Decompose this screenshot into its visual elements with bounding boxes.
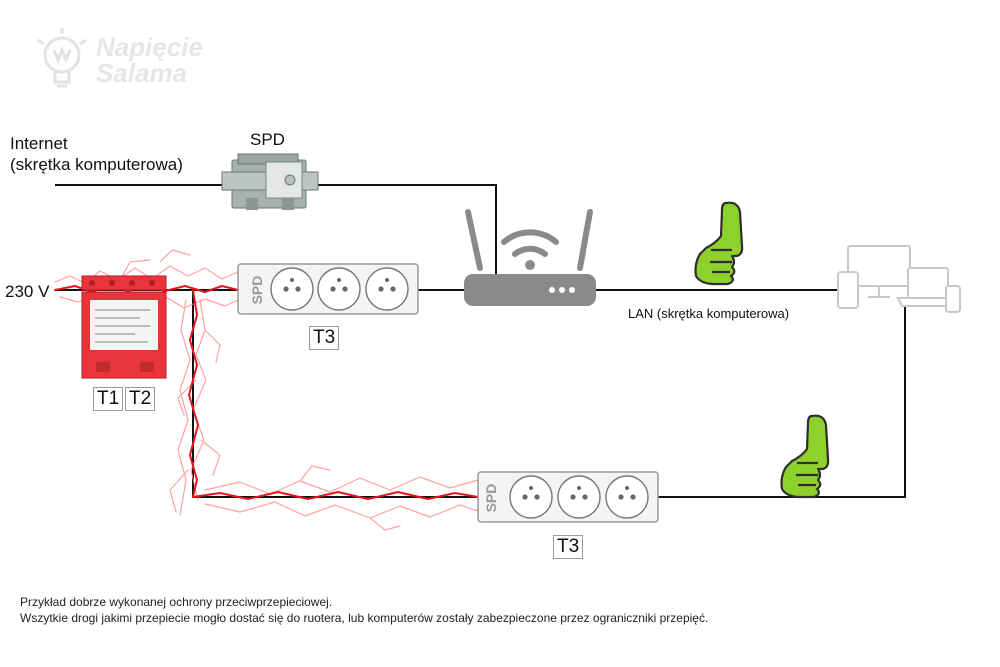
caption-line1: Przykład dobrze wykonanej ochrony przeci… bbox=[20, 595, 333, 609]
caption: Przykład dobrze wykonanej ochrony przeci… bbox=[20, 594, 708, 626]
spd-router-wire bbox=[318, 184, 497, 285]
lan-label: LAN (skrętka komputerowa) bbox=[628, 306, 790, 321]
router-icon bbox=[464, 209, 596, 306]
wires bbox=[55, 184, 906, 498]
internet-label-line1: Internet bbox=[10, 134, 68, 153]
badge-t3-top: T3 bbox=[309, 326, 340, 350]
branch-wire bbox=[192, 290, 478, 498]
internet-label-line2: (skrętka komputerowa) bbox=[10, 155, 183, 174]
badge-t1: T1 bbox=[93, 387, 124, 411]
socket-spd-label-bottom: SPD bbox=[483, 484, 499, 513]
caption-line2: Wszytkie drogi jakimi przepiecie mogło d… bbox=[20, 611, 709, 625]
badge-t2: T2 bbox=[125, 387, 156, 411]
brand-logo: Napięcie Salama bbox=[96, 34, 203, 86]
socket-icon bbox=[509, 475, 649, 519]
brand-logo-line2: Salama bbox=[96, 58, 188, 88]
wifi-icon bbox=[501, 229, 559, 257]
socket-strip-top: SPD bbox=[237, 263, 419, 315]
internet-label: Internet (skrętka komputerowa) bbox=[10, 133, 183, 175]
spd-device-t1-t2 bbox=[81, 275, 167, 379]
bottom-lan-wire bbox=[658, 306, 906, 498]
socket-spd-label-top: SPD bbox=[249, 276, 265, 305]
spd-device-top bbox=[221, 153, 319, 210]
thumbs-up-icon-top bbox=[694, 201, 744, 286]
lightbulb-logo-icon bbox=[37, 28, 87, 88]
spd-label: SPD bbox=[250, 130, 285, 149]
voltage-label: 230 V bbox=[5, 282, 50, 301]
computer-devices-icon bbox=[837, 245, 961, 313]
socket-icon bbox=[270, 267, 409, 311]
thumbs-up-icon-bottom bbox=[780, 414, 830, 499]
socket-strip-bottom: SPD bbox=[477, 471, 659, 523]
brand-logo-line1: Napięcie bbox=[96, 32, 203, 62]
badge-t3-bottom: T3 bbox=[553, 535, 584, 559]
